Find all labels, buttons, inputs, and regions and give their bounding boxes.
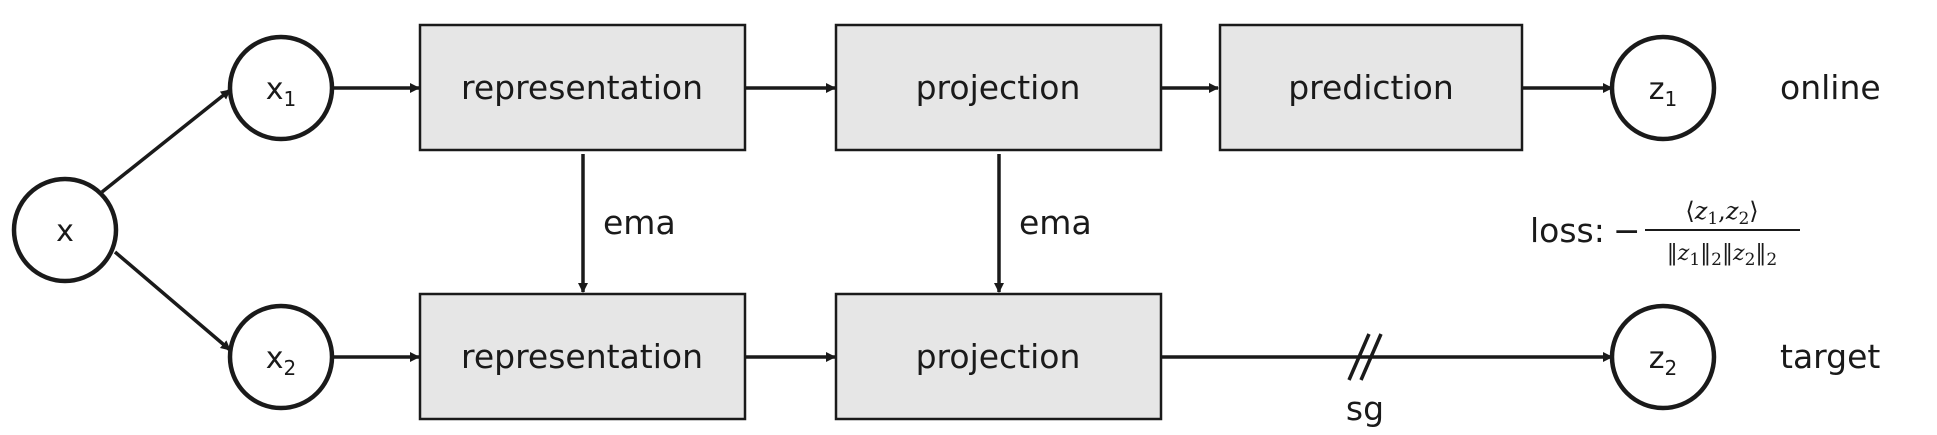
stop-gradient-label: sg	[1346, 389, 1384, 428]
target-representation-box	[418, 292, 747, 421]
view-node-x1	[227, 34, 335, 142]
ema-label-projection: ema	[1019, 203, 1092, 242]
ema-label-representation: ema	[603, 203, 676, 242]
stop-gradient-mark	[1347, 333, 1371, 381]
loss-label: loss:−	[1530, 211, 1641, 250]
input-node-label: x	[56, 214, 74, 249]
edge-x-to-x2	[113, 250, 232, 352]
input-node-x	[11, 176, 119, 284]
online-prediction-box	[1218, 23, 1524, 152]
x2-node-label: x2	[266, 341, 297, 380]
online-representation-box	[418, 23, 747, 152]
target-projection-box	[834, 292, 1163, 421]
online-projection-label: projection	[916, 68, 1081, 107]
z1-node-label: z1	[1649, 72, 1677, 111]
online-projection-box	[834, 23, 1163, 152]
target-branch-label: target	[1780, 337, 1880, 376]
target-projection-label: projection	[916, 337, 1081, 376]
edge-x-to-x1	[100, 88, 232, 194]
online-prediction-label: prediction	[1288, 68, 1454, 107]
loss-formula: loss:− ⟨z1,z2⟩ ‖z1‖2‖z2‖2	[1530, 197, 1800, 270]
target-representation-label: representation	[461, 337, 703, 376]
x1-node-label: x1	[266, 72, 297, 111]
loss-denominator: ‖z1‖2‖z2‖2	[1667, 241, 1778, 270]
output-node-z1	[1609, 34, 1717, 142]
z2-node-label: z2	[1649, 341, 1677, 380]
output-node-z2	[1609, 303, 1717, 411]
online-representation-label: representation	[461, 68, 703, 107]
loss-numerator: ⟨z1,z2⟩	[1685, 197, 1758, 229]
view-node-x2	[227, 303, 335, 411]
stop-gradient-mark	[1359, 333, 1383, 381]
online-branch-label: online	[1780, 68, 1881, 107]
